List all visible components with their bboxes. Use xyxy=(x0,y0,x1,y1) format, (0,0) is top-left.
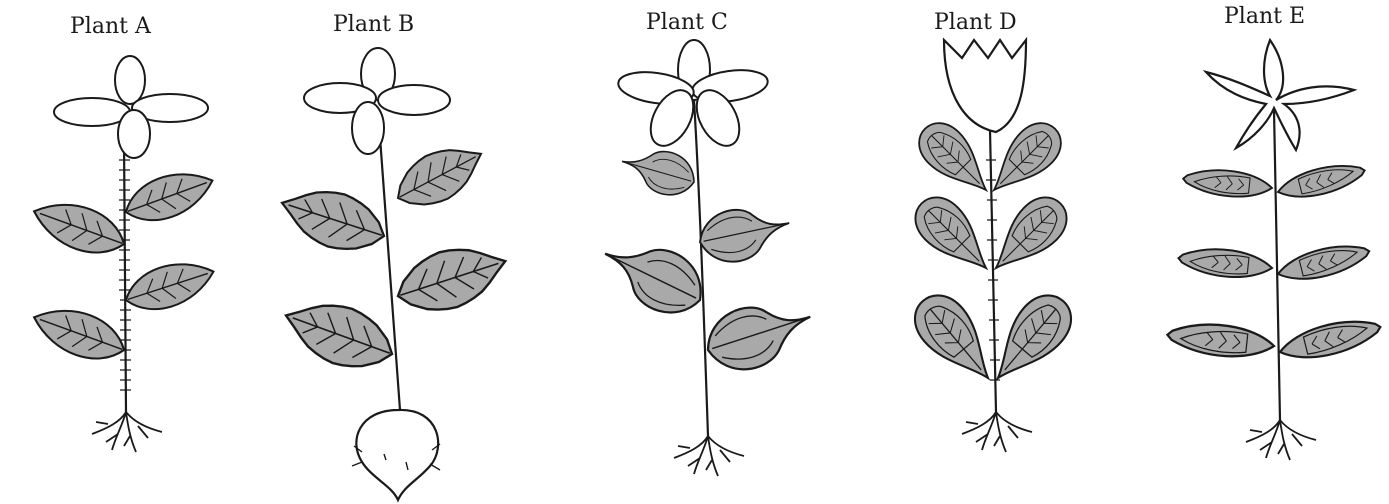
plant-c xyxy=(593,40,820,476)
plant-e-flower xyxy=(1206,40,1354,150)
plant-a-leaf xyxy=(120,252,220,319)
plant-c-leaf xyxy=(699,289,820,380)
plant-c-leaf xyxy=(616,140,700,201)
plant-b-leaf xyxy=(276,288,402,381)
plant-e-leaf xyxy=(1166,320,1276,362)
plant-c-leaf xyxy=(695,199,795,268)
plant-d-leaf xyxy=(904,285,1007,395)
plant-e-leaf xyxy=(1275,238,1373,287)
plant-d-label: Plant D xyxy=(934,10,1017,35)
plant-d-roots xyxy=(962,412,1032,452)
plant-b-flower xyxy=(304,48,450,154)
plant-a-stem xyxy=(124,140,126,412)
plant-b-leaf xyxy=(389,234,514,324)
plant-a xyxy=(27,56,220,452)
plant-e-leaf xyxy=(1275,158,1368,204)
plant-e-leaf xyxy=(1276,313,1383,367)
plant-a-label: Plant A xyxy=(70,14,151,39)
plant-d-leaf xyxy=(980,187,1077,284)
plant-a-leaf xyxy=(119,161,219,231)
plant-d-stem xyxy=(990,130,996,412)
plant-e-roots xyxy=(1246,420,1316,460)
plant-d-flower xyxy=(944,40,1026,132)
plant-d xyxy=(904,40,1082,452)
plant-c-stem xyxy=(694,100,708,436)
plant-e-leaf xyxy=(1177,245,1273,281)
plant-e-stem xyxy=(1274,110,1280,420)
plant-c-roots xyxy=(674,436,744,476)
plant-b-label: Plant B xyxy=(333,12,414,37)
plant-a-leaf xyxy=(27,297,131,369)
plant-c-label: Plant C xyxy=(646,10,728,35)
plant-b-leaf xyxy=(387,133,493,220)
plant-a-roots xyxy=(92,412,162,452)
plant-a-leaf xyxy=(27,191,131,263)
plant-b xyxy=(274,48,515,500)
plant-b-leaf xyxy=(274,177,393,262)
plant-c-flower xyxy=(616,40,769,153)
plant-b-stem xyxy=(378,110,400,410)
plant-b-bulb xyxy=(352,410,440,500)
plant-d-leaf xyxy=(905,187,1002,284)
plant-e-leaf xyxy=(1182,166,1273,201)
plant-e-label: Plant E xyxy=(1224,4,1305,29)
plant-a-flower xyxy=(54,56,208,158)
plant-e xyxy=(1166,40,1384,460)
plant-c-leaf xyxy=(593,226,714,326)
